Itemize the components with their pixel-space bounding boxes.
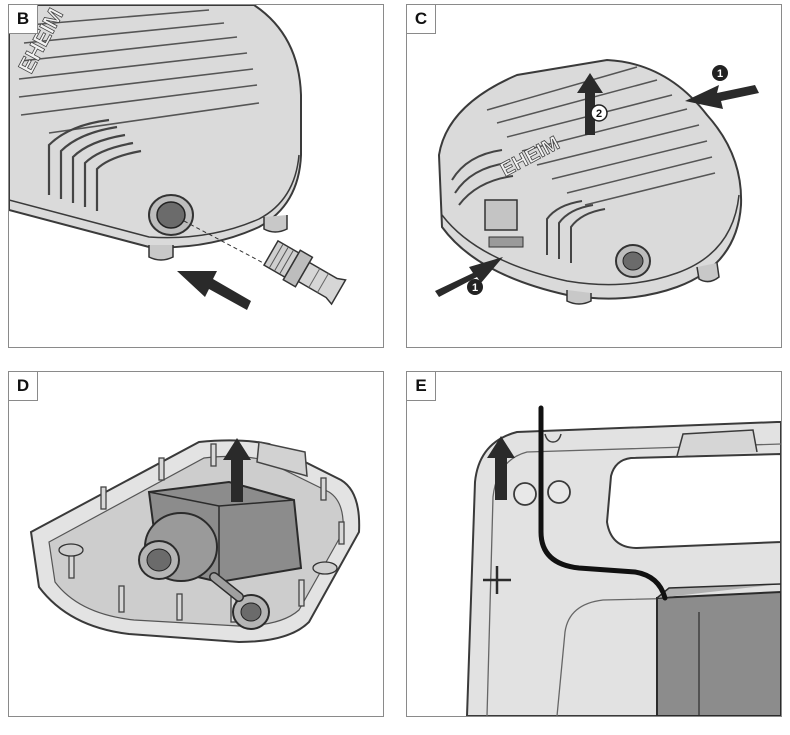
ventilation-ribs — [18, 9, 260, 134]
arrow-icon — [435, 257, 503, 297]
arrow-icon — [577, 73, 603, 135]
cable-clip — [547, 480, 571, 504]
pump-base-illustration — [29, 438, 361, 644]
pump-base-closeup-illustration — [465, 405, 781, 716]
panel-label: E — [407, 372, 436, 401]
step-number-badge — [712, 65, 728, 81]
ventilation-ribs — [486, 66, 716, 206]
panel-label: C — [407, 5, 436, 34]
step-number: 2 — [596, 108, 602, 120]
arrow-icon — [223, 438, 251, 502]
panel-d-remove-motor: D — [8, 371, 384, 717]
panel-c-open-housing: C EHEIM 1 2 — [406, 4, 782, 348]
step-number-badge — [590, 104, 608, 122]
step-number: 1 — [717, 68, 723, 80]
arrow-icon — [685, 85, 759, 109]
pump-motor — [656, 590, 781, 716]
step-number-badge — [467, 279, 483, 295]
power-cable — [538, 405, 668, 601]
panel-label: B — [9, 5, 38, 34]
panel-e-route-cable: E — [406, 371, 782, 717]
panel-label: D — [9, 372, 38, 401]
housing-latch — [484, 199, 518, 231]
arrow-icon — [177, 271, 251, 310]
pump-housing-illustration: EHEIM — [9, 5, 347, 310]
handle-opening — [605, 452, 781, 550]
pump-housing-illustration: EHEIM 1 2 1 — [435, 58, 759, 305]
pump-housing — [9, 5, 302, 249]
step-number: 1 — [472, 282, 478, 294]
hose-connector-icon — [262, 239, 347, 306]
cable-clip — [513, 482, 537, 506]
arrow-icon — [487, 436, 515, 500]
panel-b-attach-connector: B EHEIM — [8, 4, 384, 348]
